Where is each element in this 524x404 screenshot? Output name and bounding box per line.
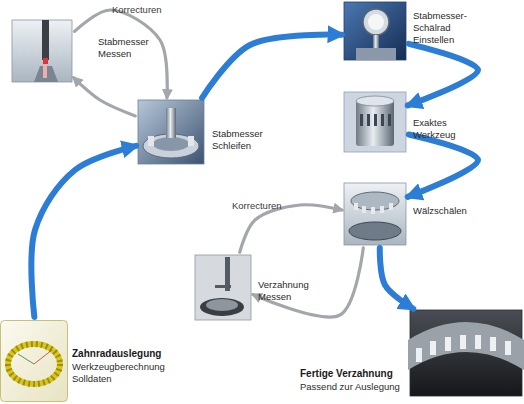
dial-gauge <box>363 9 389 35</box>
station-label: Stabmesser Schleifen <box>212 128 272 152</box>
station-label: Exaktes Werkzeug <box>413 117 463 141</box>
station-title: Exaktes Werkzeug <box>413 117 463 141</box>
correction-arrow <box>74 78 136 116</box>
tool-photo <box>344 92 406 152</box>
grinding-photo <box>138 100 204 164</box>
station-title: Wälzschälen <box>413 205 483 217</box>
correction-arrow <box>253 248 363 317</box>
station-node: Exaktes Werkzeug <box>344 92 406 152</box>
ring-inner <box>206 299 238 311</box>
probe-arm <box>42 20 49 60</box>
station-label: Wälzschälen <box>413 205 483 217</box>
station-label: Stabmesser Messen <box>98 36 158 60</box>
process-arrow <box>202 35 342 98</box>
construction-line <box>18 354 34 364</box>
station-label: Stabmesser-Schälrad Einstellen <box>413 10 479 46</box>
station-title: Stabmesser Schleifen <box>212 128 272 152</box>
photo-frame <box>138 100 204 164</box>
cutter-top <box>356 96 394 106</box>
station-subtitle: Werkzeugberechnung Solldaten <box>72 361 172 385</box>
process-arrow <box>380 248 413 309</box>
station-node: Fertige VerzahnungPassend zur Auslegung <box>410 310 522 396</box>
stick-blade <box>43 64 47 78</box>
photo-frame <box>12 20 72 82</box>
station-node: Stabmesser-Schälrad Einstellen <box>344 2 406 60</box>
station-label: Fertige VerzahnungPassend zur Auslegung <box>300 368 412 393</box>
grinding-spindle <box>166 108 176 138</box>
station-title: Stabmesser Messen <box>98 36 158 60</box>
gear-measuring-photo <box>195 255 251 320</box>
cutter-body <box>356 48 396 60</box>
blade <box>188 136 194 146</box>
station-title: Stabmesser-Schälrad Einstellen <box>413 10 479 46</box>
station-label: ZahnradauslegungWerkzeugberechnung Solld… <box>72 348 172 385</box>
process-arrow <box>408 134 478 196</box>
station-node: Stabmesser Schleifen <box>138 100 204 164</box>
finished-gear-photo <box>408 310 524 396</box>
design-photo <box>1 321 68 402</box>
ring-band <box>408 322 524 370</box>
cutter-cylinder <box>356 100 394 146</box>
gear-teeth <box>416 335 511 362</box>
station-label: Verzahnung Messen <box>258 279 318 303</box>
construction-line <box>34 350 52 364</box>
station-title: Fertige Verzahnung <box>300 368 412 381</box>
setting-photo <box>344 2 406 60</box>
process-arrow <box>31 146 136 317</box>
photo-frame <box>344 92 406 152</box>
station-node: ZahnradauslegungWerkzeugberechnung Solld… <box>0 320 68 402</box>
correction-arrow <box>75 10 168 98</box>
measuring-photo <box>12 20 72 82</box>
station-node: Wälzschälen <box>344 183 406 245</box>
skiving-photo <box>344 183 406 245</box>
ring-gear <box>200 298 244 316</box>
probe-tip <box>43 58 48 64</box>
correction-label: Korrecturen <box>232 200 282 211</box>
gear-teeth <box>8 344 60 384</box>
station-title: Verzahnung Messen <box>258 279 318 303</box>
station-title: Zahnradauslegung <box>72 348 172 361</box>
probe-arm <box>215 285 231 288</box>
photo-frame <box>344 2 406 60</box>
holder-center <box>153 137 189 151</box>
station-subtitle: Passend zur Auslegung <box>300 381 412 393</box>
gear-ring <box>8 344 60 384</box>
workpiece <box>349 222 401 240</box>
station-node: Verzahnung Messen <box>195 255 251 320</box>
cutter-slots <box>360 114 391 126</box>
process-arrow <box>408 44 478 106</box>
gauge-stem <box>373 35 379 49</box>
photo-frame <box>344 183 406 245</box>
correction-arrow <box>240 205 342 252</box>
wheel-blades <box>354 203 393 214</box>
photo-frame <box>195 255 251 320</box>
photo-frame <box>1 321 68 402</box>
correction-label: Korrecturen <box>112 4 162 15</box>
station-node: Stabmesser Messen <box>12 20 72 82</box>
dial-face <box>368 14 384 30</box>
blade <box>148 136 154 146</box>
